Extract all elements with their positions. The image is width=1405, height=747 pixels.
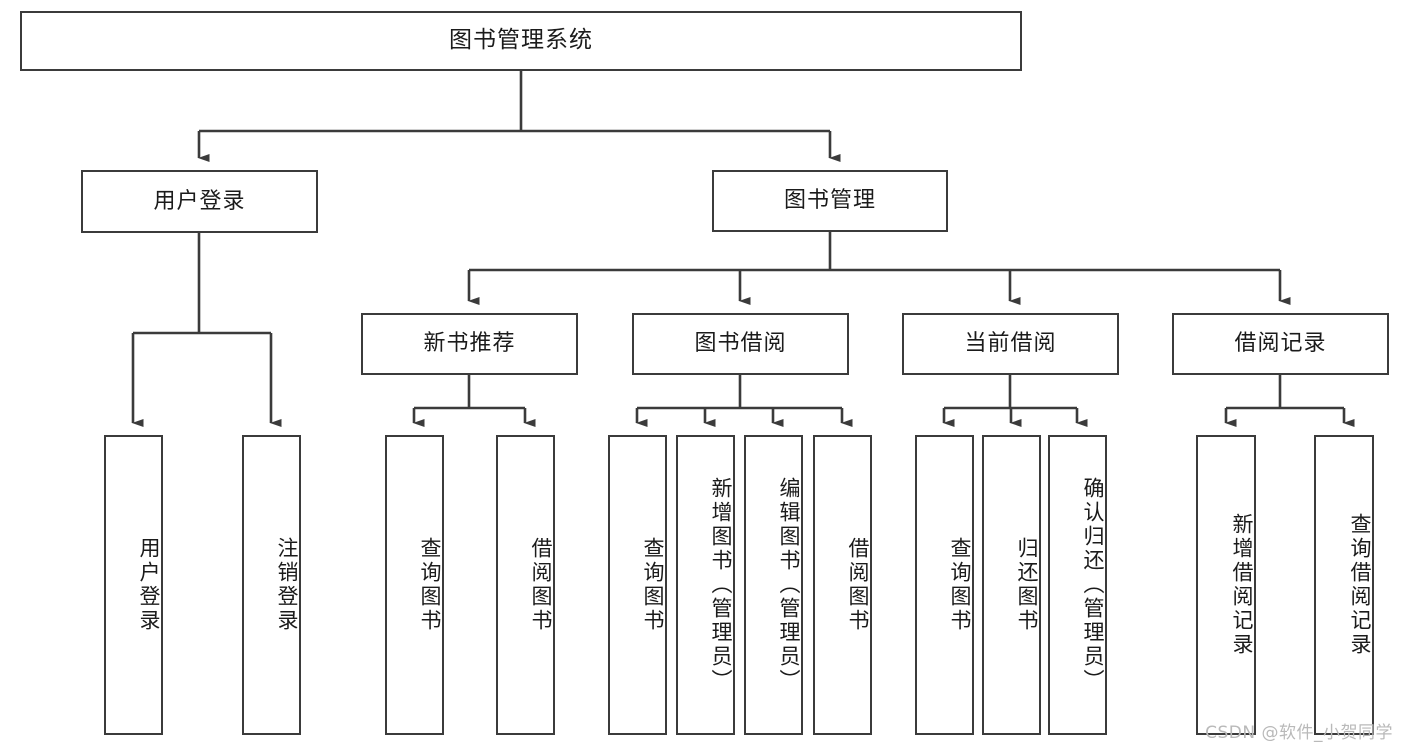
node-label: 借阅记录: [1234, 331, 1327, 357]
csdn-watermark: CSDN @软件_小贺同学: [1205, 723, 1393, 743]
leaf-borrow-book-recommend[interactable]: 借阅图书: [496, 435, 555, 735]
node-label: 用户登录: [137, 537, 161, 633]
node-user-login[interactable]: 用户登录: [81, 170, 318, 233]
node-label: 查询图书: [948, 537, 972, 633]
leaf-add-borrow-record[interactable]: 新增借阅记录: [1196, 435, 1256, 735]
node-label: 确认归还（管理员）: [1081, 477, 1105, 693]
leaf-add-book-admin[interactable]: 新增图书（管理员）: [676, 435, 735, 735]
node-label: 新书推荐: [423, 331, 516, 357]
leaf-query-book-recommend[interactable]: 查询图书: [385, 435, 444, 735]
node-borrow-record[interactable]: 借阅记录: [1172, 313, 1389, 375]
node-label: 用户登录: [153, 188, 246, 214]
leaf-confirm-return-admin[interactable]: 确认归还（管理员）: [1048, 435, 1107, 735]
node-label: 注销登录: [275, 537, 299, 633]
node-new-book-recommend[interactable]: 新书推荐: [361, 313, 578, 375]
leaf-borrow-book[interactable]: 借阅图书: [813, 435, 872, 735]
node-label: 图书管理: [783, 188, 876, 214]
node-label: 新增图书（管理员）: [709, 477, 733, 693]
node-root-system[interactable]: 图书管理系统: [20, 11, 1022, 71]
node-current-borrow[interactable]: 当前借阅: [902, 313, 1119, 375]
leaf-user-login[interactable]: 用户登录: [104, 435, 163, 735]
leaf-query-borrow-record[interactable]: 查询借阅记录: [1314, 435, 1374, 735]
node-label: 图书借阅: [694, 331, 787, 357]
node-label: 当前借阅: [964, 331, 1057, 357]
node-label: 编辑图书（管理员）: [777, 477, 801, 693]
leaf-logout[interactable]: 注销登录: [242, 435, 301, 735]
leaf-query-book-current[interactable]: 查询图书: [915, 435, 974, 735]
node-book-management[interactable]: 图书管理: [712, 170, 948, 232]
node-label: 借阅图书: [846, 537, 870, 633]
leaf-return-book[interactable]: 归还图书: [982, 435, 1041, 735]
node-label: 归还图书: [1015, 537, 1039, 633]
leaf-query-book-borrow[interactable]: 查询图书: [608, 435, 667, 735]
node-book-borrow[interactable]: 图书借阅: [632, 313, 849, 375]
node-label: 新增借阅记录: [1230, 513, 1254, 657]
node-label: 借阅图书: [529, 537, 553, 633]
node-label: 查询借阅记录: [1348, 513, 1372, 657]
node-label: 查询图书: [641, 537, 665, 633]
leaf-edit-book-admin[interactable]: 编辑图书（管理员）: [744, 435, 803, 735]
node-label: 查询图书: [418, 537, 442, 633]
node-label: 图书管理系统: [449, 27, 593, 54]
